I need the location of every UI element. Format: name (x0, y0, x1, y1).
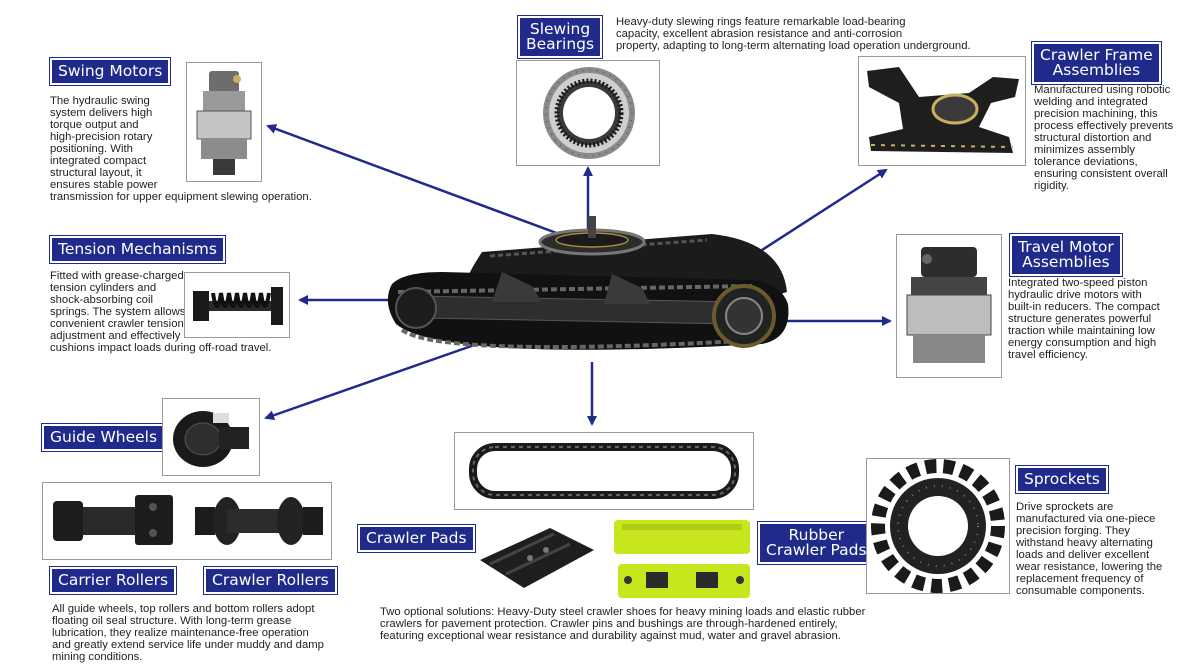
swing-motor-image (196, 71, 252, 175)
swing-motors-label: Swing Motors (50, 58, 171, 85)
tension-mechanisms-label: Tension Mechanisms (50, 236, 225, 263)
arrow-guide (264, 334, 501, 421)
tension-mechanism-image-frame (184, 272, 290, 338)
sprocket-image-frame (866, 458, 1010, 594)
guide-wheel-image (173, 411, 249, 467)
crawler-rollers-label: Crawler Rollers (204, 567, 337, 594)
slewing-bearings-description: Heavy-duty slewing rings feature remarka… (616, 16, 971, 52)
crawler-frame-image (867, 67, 1019, 153)
carrier-rollers-label: Carrier Rollers (50, 567, 177, 594)
slewing-bearing-image (543, 67, 635, 159)
rubber-pad-bottom-image (618, 564, 750, 598)
guide-wheels-label: Guide Wheels (42, 424, 166, 451)
sprocket-image (871, 459, 1005, 593)
crawler-roller-image (195, 497, 323, 545)
crawler-pads-label: Crawler Pads (358, 525, 475, 552)
travel-motor-image-frame (896, 234, 1002, 378)
arrow-swing (266, 124, 571, 240)
track-chain-image-frame (454, 432, 754, 510)
rollers-description: All guide wheels, top rollers and bottom… (52, 603, 324, 663)
tension-mechanism-image (193, 287, 283, 325)
guide-wheel-image-frame (162, 398, 260, 476)
carrier-roller-image (53, 495, 173, 545)
swing-motor-image-frame (186, 62, 262, 182)
travel-motor-image (906, 247, 992, 363)
slewing-bearing-image-frame (516, 60, 660, 166)
steel-crawler-pad-image (480, 528, 594, 588)
sprockets-label: Sprockets (1016, 466, 1108, 493)
undercarriage-image (387, 216, 789, 350)
rollers-image-frame (42, 482, 332, 560)
track-chain-image (469, 443, 739, 499)
crawler-pads-description: Two optional solutions: Heavy-Duty steel… (380, 606, 866, 642)
crawler-frame-image-frame (858, 56, 1026, 166)
rubber-pad-top-image (614, 520, 750, 554)
